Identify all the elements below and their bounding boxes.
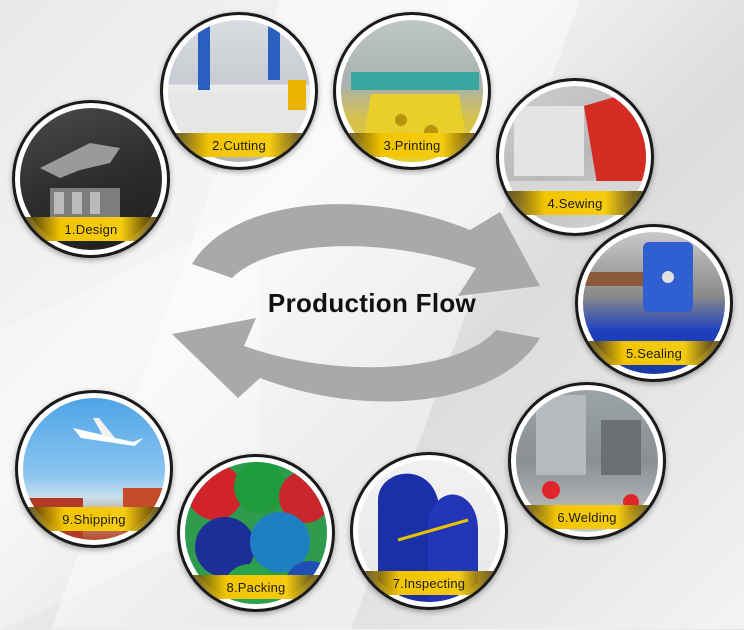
step-design: 1.Design	[12, 100, 170, 258]
step-sealing: 5.Sealing	[575, 224, 733, 382]
step-label-bar: 1.Design	[15, 217, 167, 241]
step-inspecting: 7.Inspecting	[350, 452, 508, 610]
step-label: 1.Design	[64, 221, 118, 237]
step-label: 4.Sewing	[547, 195, 603, 211]
step-shipping: 9.Shipping	[15, 390, 173, 548]
step-cutting: 2.Cutting	[160, 12, 318, 170]
step-label-bar: 6.Welding	[511, 505, 663, 529]
step-label-bar: 3.Printing	[336, 133, 488, 157]
step-label: 6.Welding	[557, 509, 617, 525]
step-packing: 8.Packing	[177, 454, 335, 612]
step-label: 7.Inspecting	[392, 575, 466, 591]
step-label-bar: 2.Cutting	[163, 133, 315, 157]
welding-machine-icon	[536, 395, 641, 510]
cycle-arrow-bottom	[172, 318, 540, 402]
step-label-bar: 8.Packing	[180, 575, 332, 599]
cycle-arrow-top	[192, 204, 540, 296]
step-label-bar: 7.Inspecting	[353, 571, 505, 595]
step-label: 5.Sealing	[625, 345, 682, 361]
step-label-bar: 4.Sewing	[499, 191, 651, 215]
step-label: 3.Printing	[383, 137, 441, 153]
step-label: 8.Packing	[226, 579, 286, 595]
sealing-tool-icon	[583, 242, 693, 312]
step-printing: 3.Printing	[333, 12, 491, 170]
crocodile-model-icon	[40, 143, 120, 218]
step-sewing: 4.Sewing	[496, 78, 654, 236]
step-welding: 6.Welding	[508, 382, 666, 540]
step-label-bar: 9.Shipping	[18, 507, 170, 531]
diagram-title: Production Flow	[267, 288, 477, 318]
step-label: 9.Shipping	[62, 511, 126, 527]
step-label-bar: 5.Sealing	[578, 341, 730, 365]
step-label: 2.Cutting	[212, 137, 266, 153]
